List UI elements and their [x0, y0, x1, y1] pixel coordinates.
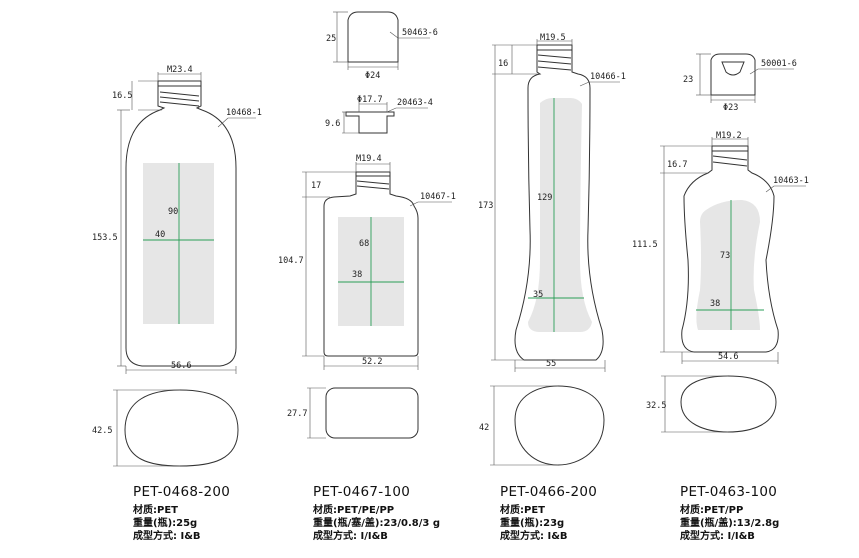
material: 材质:PET [500, 505, 545, 516]
width-value: 54.6 [718, 352, 738, 362]
product-code: PET-0468-200 [133, 484, 231, 500]
cap-height-value: 25 [326, 34, 336, 44]
cap-diameter-value: Φ23 [723, 103, 738, 113]
weight: 重量(瓶/塞/盖):23/0.8/3 g [313, 518, 440, 529]
product-caption-pet-0466: PET-0466-200 材质:PET 重量(瓶):23g 成型方式: I&B [500, 484, 597, 543]
bottle-outline [125, 80, 237, 367]
product-code: PET-0463-100 [680, 484, 778, 500]
plug-diameter-value: Φ17.7 [357, 95, 383, 105]
process: 成型方式: I/I&B [313, 531, 388, 542]
bottle-outline [323, 171, 419, 357]
bottle-part-number: 10466-1 [590, 72, 626, 82]
weight: 重量(瓶):23g [500, 518, 565, 529]
cap-diameter-value: Φ24 [365, 71, 380, 81]
bottle-pet-0463: 23 Φ23 50001-6 73 38 M19.2 10463-1 16.7 … [632, 53, 809, 433]
depth-value: 42 [479, 423, 489, 433]
bottle-pet-0466: 129 35 M19.5 10466-1 16 173 55 42 [478, 33, 626, 466]
bottle-outline [681, 145, 779, 353]
label-area [528, 98, 592, 332]
height-value: 111.5 [632, 240, 658, 250]
bottle-top-view [124, 389, 239, 467]
cap-part-number: 50001-6 [761, 59, 797, 69]
plug-height-value: 9.6 [325, 119, 340, 129]
bottle-part-number: 10463-1 [773, 176, 809, 186]
product-specs: 材质:PET 重量(瓶):25g 成型方式: I&B [133, 504, 230, 543]
process: 成型方式: I&B [133, 531, 201, 542]
neck-height-value: 16 [498, 59, 508, 69]
depth-value: 42.5 [92, 426, 112, 436]
width-value: 55 [546, 359, 556, 369]
neck-dimension: M19.2 [716, 131, 742, 141]
neck-dimension: M19.4 [356, 154, 382, 164]
neck-height-value: 16.5 [112, 91, 132, 101]
material: 材质:PET [133, 505, 178, 516]
width-value: 56.6 [171, 361, 191, 371]
cap-height-value: 23 [683, 75, 693, 85]
width-value: 52.2 [362, 357, 382, 367]
bottle-top-view [325, 387, 419, 439]
label-height-value: 90 [168, 207, 178, 217]
plug-outline [345, 111, 395, 134]
process: 成型方式: I/I&B [680, 531, 755, 542]
product-caption-pet-0467: PET-0467-100 材质:PET/PE/PP 重量(瓶/塞/盖):23/0… [313, 484, 440, 543]
neck-dimension: M19.5 [540, 33, 566, 43]
bottle-part-number: 10467-1 [420, 192, 456, 202]
label-height-value: 68 [359, 239, 369, 249]
process: 成型方式: I&B [500, 531, 568, 542]
weight: 重量(瓶):25g [133, 518, 198, 529]
label-area [143, 163, 214, 324]
material: 材质:PET/PP [680, 505, 744, 516]
cap-part-number: 50463-6 [402, 28, 438, 38]
product-specs: 材质:PET/PP 重量(瓶/盖):13/2.8g 成型方式: I/I&B [680, 504, 779, 543]
label-width-value: 40 [155, 230, 165, 240]
product-code: PET-0466-200 [500, 484, 598, 500]
depth-value: 32.5 [646, 401, 666, 411]
label-height-value: 73 [720, 251, 730, 261]
bottle-outline [514, 44, 604, 361]
neck-height-value: 17 [311, 181, 321, 191]
weight: 重量(瓶/盖):13/2.8g [680, 518, 780, 529]
label-width-value: 38 [352, 270, 362, 280]
neck-dimension: M23.4 [167, 65, 193, 75]
bottle-top-view [680, 375, 777, 433]
cap-outline [710, 53, 756, 96]
bottle-pet-0468: 90 40 M23.4 10468-1 16.5 153.5 56.6 42.5 [92, 65, 262, 467]
height-value: 153.5 [92, 233, 118, 243]
height-value: 173 [478, 201, 493, 211]
neck-height-value: 16.7 [667, 160, 687, 170]
height-value: 104.7 [278, 256, 304, 266]
bottle-part-number: 10468-1 [226, 108, 262, 118]
product-caption-pet-0463: PET-0463-100 材质:PET/PP 重量(瓶/盖):13/2.8g 成… [680, 484, 779, 543]
cap-outline [347, 11, 399, 63]
label-width-value: 38 [710, 299, 720, 309]
depth-value: 27.7 [287, 409, 307, 419]
bottle-pet-0467: 25 Φ24 50463-6 Φ17.7 20463-4 9.6 68 38 [278, 11, 456, 439]
label-height-value: 129 [537, 193, 552, 203]
bottle-top-view [514, 385, 605, 466]
plug-part-number: 20463-4 [397, 98, 433, 108]
material: 材质:PET/PE/PP [313, 505, 395, 516]
product-caption-pet-0468: PET-0468-200 材质:PET 重量(瓶):25g 成型方式: I&B [133, 484, 230, 543]
product-specs: 材质:PET 重量(瓶):23g 成型方式: I&B [500, 504, 597, 543]
product-code: PET-0467-100 [313, 484, 411, 500]
product-specs: 材质:PET/PE/PP 重量(瓶/塞/盖):23/0.8/3 g 成型方式: … [313, 504, 440, 543]
label-width-value: 35 [533, 290, 543, 300]
label-area [696, 200, 760, 330]
